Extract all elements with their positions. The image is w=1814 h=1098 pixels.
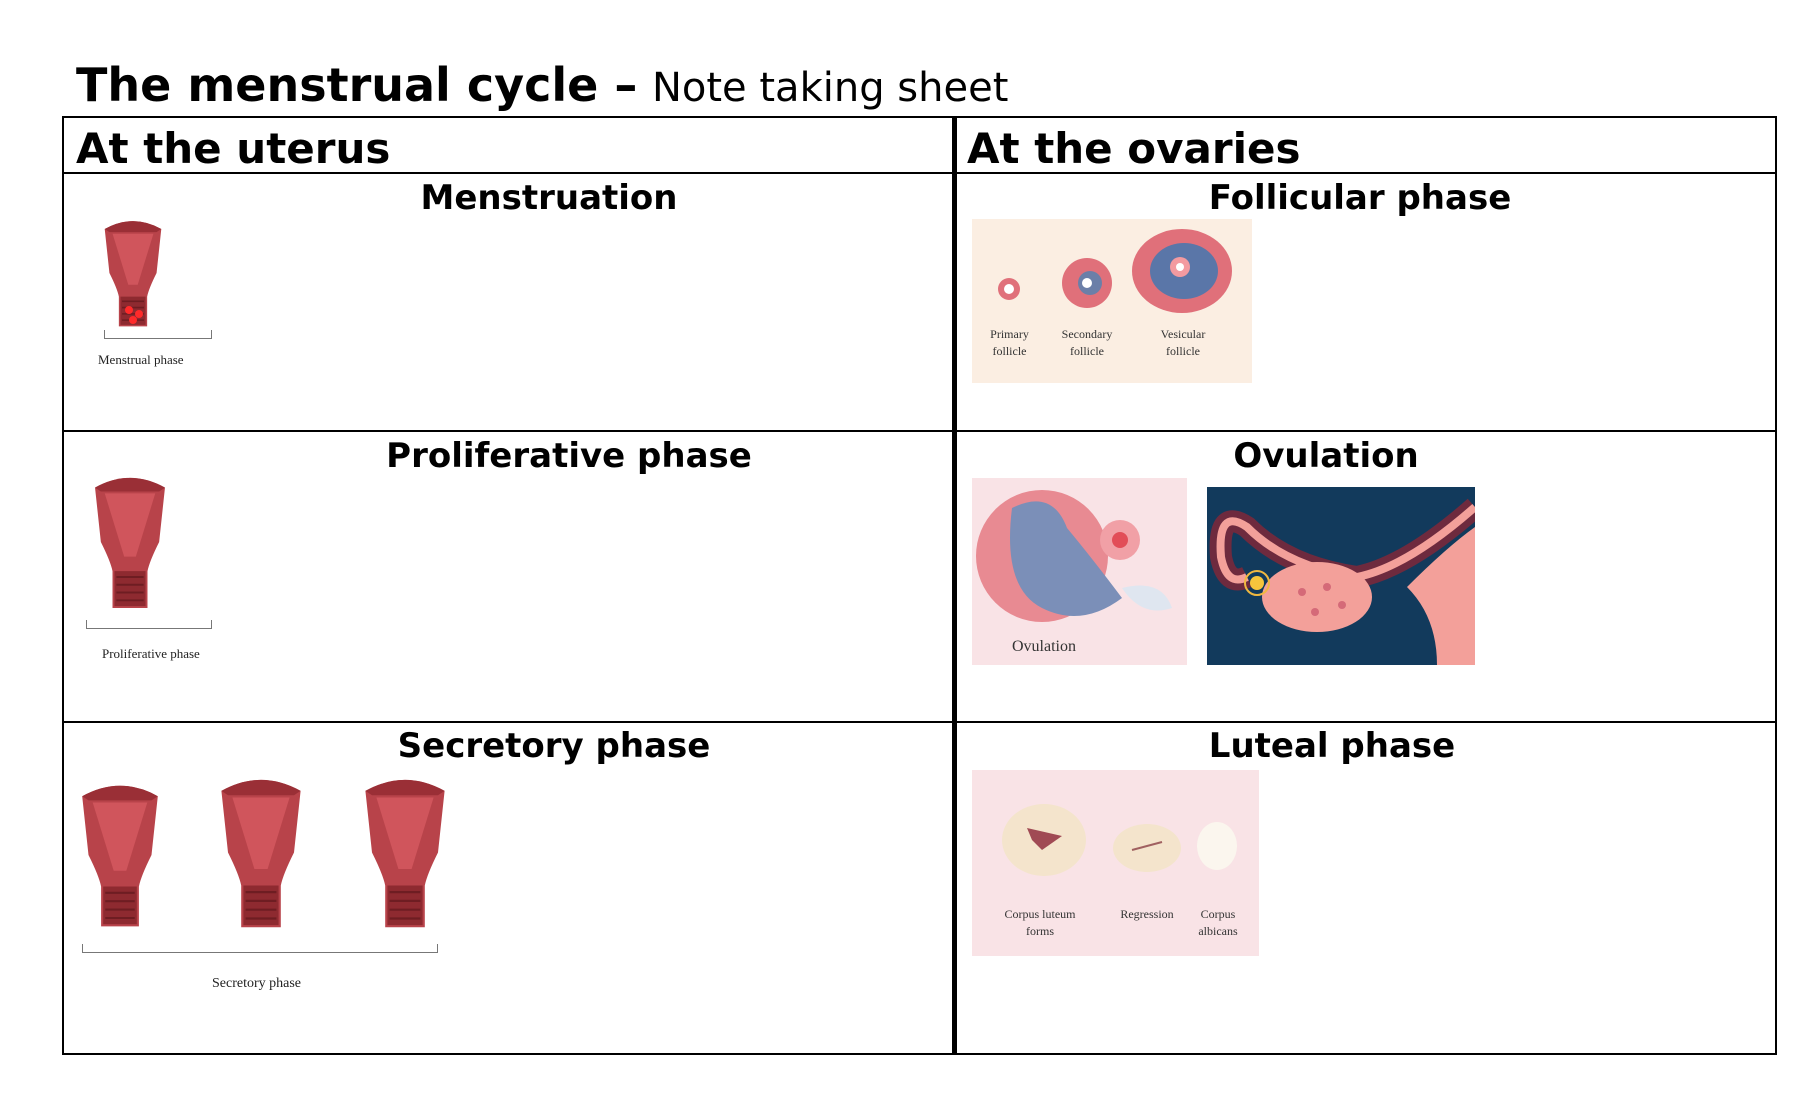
title-main: The menstrual cycle – bbox=[76, 58, 638, 112]
ovary-fallopian-tube-image bbox=[1207, 487, 1475, 665]
note-table: At the uterus At the ovaries Menstruatio… bbox=[62, 116, 1777, 1055]
column-heading-uterus: At the uterus bbox=[76, 124, 391, 173]
follicles-illustration bbox=[998, 229, 1232, 313]
title-sub: Note taking sheet bbox=[651, 65, 1009, 111]
caption-ovulation: Ovulation bbox=[1012, 638, 1076, 655]
label-corpus-luteum-forms: Corpus luteum forms bbox=[1004, 907, 1076, 938]
label-regression: Regression bbox=[1120, 907, 1174, 921]
row-divider bbox=[64, 430, 1775, 432]
corpus-luteum-illustration bbox=[1002, 804, 1237, 876]
rupturing-follicle-illustration bbox=[976, 490, 1172, 622]
caption-proliferative-phase: Proliferative phase bbox=[102, 646, 200, 661]
uterus-secretory-image-3 bbox=[361, 768, 449, 937]
heading-menstruation: Menstruation bbox=[420, 178, 678, 218]
caption-menstrual-phase: Menstrual phase bbox=[98, 352, 184, 367]
bracket bbox=[82, 944, 438, 953]
uterus-secretory-image-2 bbox=[217, 768, 305, 937]
luteal-stages-image: Corpus luteum forms Regression Corpus al… bbox=[972, 770, 1259, 956]
heading-proliferative: Proliferative phase bbox=[386, 436, 752, 476]
heading-secretory: Secretory phase bbox=[397, 726, 711, 766]
heading-follicular: Follicular phase bbox=[1208, 178, 1512, 218]
caption-secretory-phase: Secretory phase bbox=[212, 976, 302, 991]
page-title: The menstrual cycle – Note taking sheet bbox=[76, 58, 1008, 112]
uterus-secretory-image-1 bbox=[78, 773, 162, 937]
bracket bbox=[86, 620, 212, 629]
heading-luteal: Luteal phase bbox=[1208, 726, 1456, 766]
follicle-stages-image: Primary follicle Secondary follicle Vesi… bbox=[972, 219, 1252, 383]
row-divider bbox=[64, 172, 1775, 174]
row-divider bbox=[64, 721, 1775, 723]
ovulation-follicle-image: Ovulation bbox=[972, 478, 1187, 665]
column-heading-ovaries: At the ovaries bbox=[967, 124, 1301, 173]
label-secondary-follicle: Secondary follicle bbox=[1061, 327, 1113, 358]
uterus-menstrual-image bbox=[95, 218, 171, 328]
heading-ovulation: Ovulation bbox=[1233, 436, 1419, 476]
label-vesicular-follicle: Vesicular follicle bbox=[1160, 327, 1206, 358]
label-primary-follicle: Primary follicle bbox=[990, 327, 1029, 358]
bracket bbox=[104, 330, 212, 339]
label-corpus-albicans: Corpus albicans bbox=[1198, 907, 1238, 938]
uterus-proliferative-image bbox=[90, 474, 170, 610]
column-divider bbox=[952, 118, 957, 1053]
